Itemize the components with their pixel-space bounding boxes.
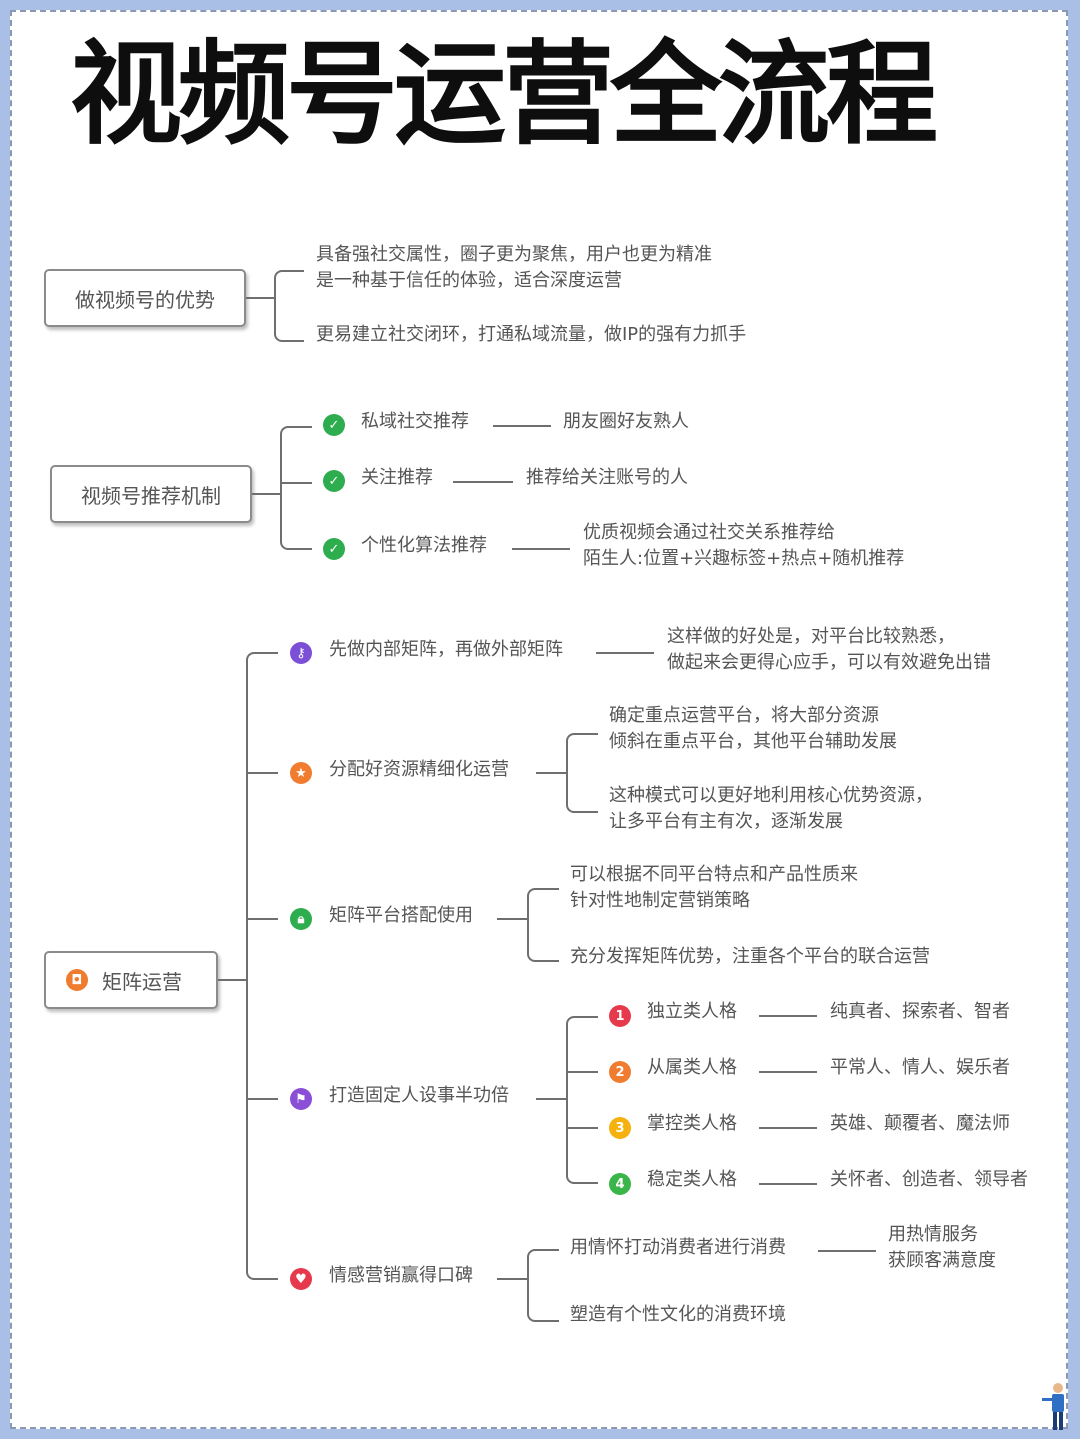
connector [818,1250,876,1252]
matrix-2-detail-2-line1: 这种模式可以更好地利用核心优势资源， [609,785,933,806]
connector [497,1278,529,1280]
node-advantages-label: 做视频号的优势 [75,287,215,312]
node-advantages: 做视频号的优势 [44,269,246,327]
matrix-2-detail-2-line2: 让多平台有主有次，逐渐发展 [609,811,843,832]
connector [759,1127,817,1129]
persona-1-name: 独立类人格 [647,1001,737,1022]
connector [512,548,570,550]
bracket [280,426,312,550]
node-recommendation-label: 视频号推荐机制 [81,483,221,508]
node-matrix: ◘ 矩阵运营 [44,951,218,1009]
rec-1-desc: 朋友圈好友熟人 [563,411,689,432]
check-icon: ✓ [323,470,345,492]
rec-2-desc: 推荐给关注账号的人 [526,467,688,488]
connector [248,918,278,920]
persona-2-traits: 平常人、情人、娱乐者 [830,1057,1010,1078]
matrix-2-detail-1-line2: 倾斜在重点平台，其他平台辅助发展 [609,731,897,752]
matrix-3-detail-1-line2: 针对性地制定营销策略 [570,890,750,911]
number-2-icon: 2 [609,1061,631,1083]
heart-icon: ♥ [290,1268,312,1290]
connector [759,1071,817,1073]
rec-3-name: 个性化算法推荐 [361,535,487,556]
persona-2-name: 从属类人格 [647,1057,737,1078]
connector [493,425,551,427]
matrix-5-detail-1-sub2: 获顾客满意度 [888,1250,996,1271]
connector [218,979,248,981]
check-icon: ✓ [323,538,345,560]
matrix-3-detail-2: 充分发挥矩阵优势，注重各个平台的联合运营 [570,946,930,967]
node-recommendation: 视频号推荐机制 [50,465,252,523]
connector [453,481,513,483]
persona-4-name: 稳定类人格 [647,1169,737,1190]
bracket [566,1016,598,1184]
matrix-2-detail-1-line1: 确定重点运营平台，将大部分资源 [609,705,879,726]
wallet-icon: ◘ [66,969,88,991]
rec-2-name: 关注推荐 [361,467,433,488]
persona-3-traits: 英雄、颠覆者、魔法师 [830,1113,1010,1134]
connector [759,1183,817,1185]
persona-3-name: 掌控类人格 [647,1113,737,1134]
star-icon: ★ [290,762,312,784]
matrix-5-detail-1: 用情怀打动消费者进行消费 [570,1237,786,1258]
matrix-5-detail-2: 塑造有个性文化的消费环境 [570,1304,786,1325]
connector [536,772,568,774]
bracket [246,652,278,1280]
bracket [566,733,598,813]
matrix-5-detail-1-sub1: 用热情服务 [888,1224,978,1245]
advantage-2: 更易建立社交闭环，打通私域流量，做IP的强有力抓手 [316,324,747,345]
connector [497,918,529,920]
number-4-icon: 4 [609,1173,631,1195]
page-title: 视频号运营全流程 [70,30,938,160]
bracket [527,888,559,962]
connector [282,482,312,484]
matrix-1-detail-line1: 这样做的好处是，对平台比较熟悉， [667,626,955,647]
key-icon: ⚷ [290,642,312,664]
matrix-1-detail-line2: 做起来会更得心应手，可以有效避免出错 [667,652,991,673]
rec-3-desc-line2: 陌生人:位置+兴趣标签+热点+随机推荐 [583,548,905,569]
poster-frame [10,10,1068,1429]
advantage-1-line1: 具备强社交属性，圈子更为聚焦，用户也更为精准 [316,244,712,265]
connector [248,772,278,774]
connector [252,493,282,495]
connector [568,1071,598,1073]
persona-4-traits: 关怀者、创造者、领导者 [830,1169,1028,1190]
number-1-icon: 1 [609,1005,631,1027]
connector [536,1098,568,1100]
matrix-5-name: 情感营销赢得口碑 [329,1265,473,1286]
person-figure-icon [1042,1383,1064,1430]
matrix-3-name: 矩阵平台搭配使用 [329,905,473,926]
bracket [527,1249,559,1322]
connector [596,652,654,654]
advantage-1-line2: 是一种基于信任的体验，适合深度运营 [316,270,622,291]
connector [759,1015,817,1017]
flag-icon: ⚑ [290,1088,312,1110]
number-3-icon: 3 [609,1117,631,1139]
lock-icon: 🔒︎ [290,908,312,930]
connector [248,1098,278,1100]
matrix-4-name: 打造固定人设事半功倍 [329,1085,509,1106]
bracket [274,270,304,342]
matrix-1-name: 先做内部矩阵，再做外部矩阵 [329,639,563,660]
rec-1-name: 私域社交推荐 [361,411,469,432]
connector [246,297,276,299]
check-icon: ✓ [323,414,345,436]
connector [568,1127,598,1129]
node-matrix-label: 矩阵运营 [102,969,182,994]
matrix-3-detail-1-line1: 可以根据不同平台特点和产品性质来 [570,864,858,885]
matrix-2-name: 分配好资源精细化运营 [329,759,509,780]
persona-1-traits: 纯真者、探索者、智者 [830,1001,1010,1022]
rec-3-desc-line1: 优质视频会通过社交关系推荐给 [583,522,835,543]
